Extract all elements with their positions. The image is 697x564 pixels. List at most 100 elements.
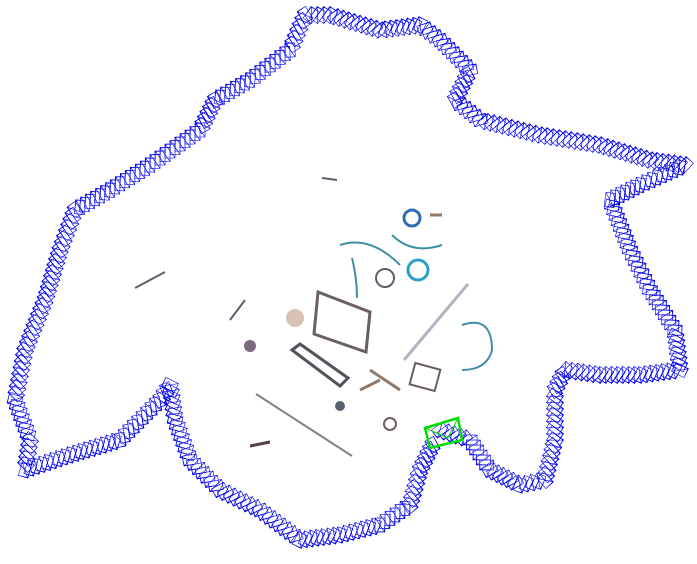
- camera-frustum: [431, 32, 449, 48]
- camera-frustum: [613, 187, 627, 203]
- camera-frustum: [481, 461, 499, 479]
- camera-frustum: [289, 23, 306, 42]
- camera-frustum: [603, 198, 621, 213]
- camera-frustum: [214, 89, 226, 105]
- camera-frustum: [211, 481, 229, 499]
- camera-frustum: [471, 112, 489, 128]
- camera-frustum: [642, 283, 658, 297]
- camera-frustum: [545, 387, 565, 405]
- camera-frustum: [501, 471, 519, 489]
- camera-frustum: [6, 393, 24, 407]
- camera-frustum: [144, 400, 158, 418]
- camera-frustum: [602, 139, 621, 158]
- camera-frustum: [608, 365, 626, 385]
- camera-frustum: [416, 21, 434, 37]
- point-cloud-object: [375, 268, 395, 288]
- camera-frustum: [135, 409, 149, 426]
- camera-frustum: [261, 510, 279, 525]
- current-camera-frustum[interactable]: [423, 416, 464, 450]
- camera-frustum: [630, 260, 647, 274]
- camera-frustum: [79, 196, 91, 212]
- camera-frustum: [284, 35, 301, 54]
- camera-frustum: [644, 171, 658, 189]
- camera-frustum: [9, 372, 28, 391]
- camera-frustum: [159, 147, 171, 162]
- camera-frustum: [623, 182, 637, 198]
- camera-frustum: [13, 353, 32, 372]
- camera-frustum: [633, 266, 650, 280]
- camera-frustum: [451, 81, 469, 99]
- camera-frustum: [486, 464, 504, 481]
- camera-frustum: [296, 5, 314, 25]
- point-cloud-object: [286, 309, 304, 327]
- camera-frustum: [426, 28, 444, 44]
- point-cloud-monitor: [312, 289, 372, 355]
- camera-frustum: [579, 364, 598, 383]
- point-cloud-object: [402, 208, 422, 228]
- camera-frustum: [479, 459, 495, 471]
- camera-frustum: [284, 42, 296, 58]
- camera-frustum: [174, 136, 186, 152]
- camera-frustum: [15, 415, 32, 430]
- camera-frustum: [421, 25, 439, 40]
- camera-frustum: [414, 456, 431, 474]
- camera-frustum: [655, 166, 670, 184]
- camera-frustum: [315, 5, 333, 25]
- camera-frustum: [291, 17, 309, 36]
- camera-frustum: [419, 446, 436, 464]
- camera-frustum: [461, 104, 479, 120]
- camera-frustum: [271, 517, 289, 533]
- camera-frustum: [332, 9, 351, 28]
- point-cloud-object: [406, 258, 430, 282]
- camera-frustum: [636, 272, 653, 285]
- camera-frustum: [169, 140, 181, 155]
- camera-frustum: [164, 400, 183, 417]
- camera-frustum: [361, 519, 377, 537]
- camera-frustum: [501, 118, 519, 137]
- camera-frustum: [409, 466, 428, 485]
- camera-frustum: [546, 381, 564, 399]
- camera-frustum: [11, 366, 29, 384]
- camera-frustum: [155, 386, 171, 404]
- camera-frustum: [407, 472, 426, 491]
- camera-frustum: [184, 129, 196, 145]
- camera-frustum: [216, 484, 235, 502]
- camera-frustum: [266, 513, 284, 529]
- camera-frustum: [149, 396, 163, 413]
- camera-frustum: [189, 126, 201, 141]
- camera-frustum: [165, 406, 184, 423]
- camera-frustum: [168, 418, 186, 433]
- camera-frustum: [618, 184, 632, 201]
- point-cloud-shelf-edge: [402, 283, 470, 361]
- camera-frustum: [175, 435, 192, 450]
- camera-frustum: [507, 120, 525, 138]
- camera-frustum: [19, 427, 37, 442]
- camera-frustum: [506, 474, 524, 491]
- camera-frustum: [545, 394, 565, 411]
- camera-frustum: [661, 164, 675, 181]
- camera-frustum: [131, 414, 145, 431]
- camera-frustum: [650, 169, 664, 186]
- camera-frustum: [17, 421, 35, 436]
- camera-frustum: [245, 498, 264, 516]
- camera-frustum: [620, 365, 638, 385]
- camera-frustum: [254, 64, 266, 81]
- camera-frustum: [164, 143, 176, 159]
- camera-frustum: [264, 57, 276, 73]
- camera-frustum: [440, 42, 457, 56]
- camera-frustum: [666, 361, 683, 380]
- camera-frustum: [101, 434, 117, 452]
- camera-frustum: [543, 442, 561, 461]
- camera-frustum: [524, 473, 541, 492]
- camera-frustum: [633, 176, 647, 194]
- camera-frustum: [259, 61, 271, 77]
- camera-frustum: [62, 212, 80, 231]
- point-cloud-item: [134, 177, 338, 321]
- camera-frustum: [8, 378, 27, 397]
- camera-frustum: [518, 474, 534, 493]
- camera-frustum: [596, 137, 615, 156]
- point-cloud-cable: [339, 234, 443, 299]
- camera-frustum: [10, 404, 28, 419]
- camera-frustum: [366, 517, 382, 536]
